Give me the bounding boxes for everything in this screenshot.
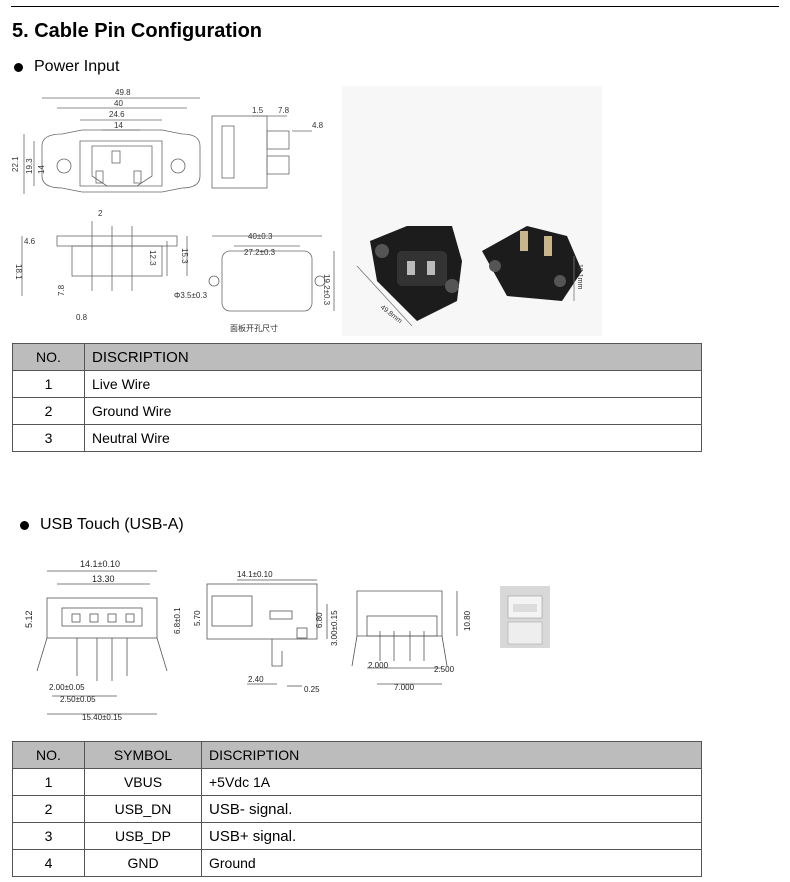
svg-text:4.6: 4.6 [24, 237, 36, 246]
svg-text:2.40: 2.40 [248, 675, 264, 684]
svg-text:1.5: 1.5 [252, 106, 264, 115]
svg-text:2: 2 [98, 209, 103, 218]
svg-text:2.000: 2.000 [368, 661, 389, 670]
svg-text:15.40±0.15: 15.40±0.15 [82, 713, 123, 722]
usb-photo [500, 586, 550, 648]
svg-text:0.8: 0.8 [76, 313, 88, 322]
svg-text:3.00±0.15: 3.00±0.15 [330, 610, 339, 646]
svg-text:24.6: 24.6 [109, 110, 125, 119]
svg-text:2.50±0.05: 2.50±0.05 [60, 695, 96, 704]
svg-text:5.12: 5.12 [24, 610, 34, 628]
usb-heading: USB Touch (USB-A) [20, 516, 184, 534]
svg-text:2.00±0.05: 2.00±0.05 [49, 683, 85, 692]
svg-text:40±0.3: 40±0.3 [248, 232, 273, 241]
svg-text:6.8±0.1: 6.8±0.1 [173, 607, 182, 634]
inlet-front-view [23, 97, 201, 194]
svg-text:13.30: 13.30 [92, 574, 115, 584]
svg-text:2.500: 2.500 [434, 665, 455, 674]
svg-text:40: 40 [114, 99, 123, 108]
usb-front-view [36, 570, 168, 715]
svg-text:19.3: 19.3 [25, 158, 34, 174]
svg-text:27.2±0.3: 27.2±0.3 [244, 248, 276, 257]
svg-text:0.25: 0.25 [304, 685, 320, 694]
inlet-section-view [21, 221, 188, 296]
usb-side-view [206, 579, 328, 687]
power-input-label: Power Input [34, 58, 120, 75]
inlet-side-view [211, 115, 312, 189]
svg-text:49.8: 49.8 [115, 88, 131, 97]
usb-pin-view [351, 590, 458, 685]
power-input-heading: Power Input [14, 58, 119, 76]
svg-text:15.3: 15.3 [180, 248, 189, 264]
bullet-icon [14, 62, 23, 72]
svg-text:Φ3.5±0.3: Φ3.5±0.3 [174, 291, 208, 300]
section-title: 5. Cable Pin Configuration [12, 20, 263, 42]
svg-text:4.8: 4.8 [312, 121, 324, 130]
panel-cutout-view [208, 235, 335, 312]
bullet-icon [20, 520, 29, 530]
usb-label: USB Touch (USB-A) [40, 516, 184, 533]
svg-text:6.80: 6.80 [315, 612, 324, 628]
inlet-photo: 49.8mm 18.1mm [342, 86, 602, 336]
svg-text:12.3: 12.3 [148, 250, 157, 266]
table-header-row: NO. DISCRIPTION [12, 343, 702, 371]
power-inlet-drawing: 49.8 40 24.6 14 22.1 19.3 14 1.5 7.8 4.8… [12, 86, 602, 336]
svg-text:14.1±0.10: 14.1±0.10 [80, 559, 120, 569]
svg-text:14.1±0.10: 14.1±0.10 [237, 570, 273, 579]
svg-text:7.000: 7.000 [394, 683, 415, 692]
table-header-row: NO. SYMBOL DISCRIPTION [12, 741, 702, 769]
svg-text:18.1: 18.1 [14, 264, 23, 280]
svg-text:7.8: 7.8 [278, 106, 290, 115]
svg-text:19.2±0.3: 19.2±0.3 [322, 274, 331, 306]
svg-text:5.70: 5.70 [193, 610, 202, 626]
svg-text:14: 14 [37, 165, 46, 174]
svg-text:7.8: 7.8 [57, 284, 66, 296]
svg-text:面板开孔尺寸: 面板开孔尺寸 [230, 323, 278, 333]
svg-text:14: 14 [114, 121, 123, 130]
svg-text:22.1: 22.1 [12, 156, 20, 172]
svg-text:18.1mm: 18.1mm [576, 264, 583, 289]
usb-connector-drawing: 14.1±0.10 13.30 5.12 2.00±0.05 2.50±0.05… [24, 559, 550, 722]
svg-text:10.80: 10.80 [463, 610, 472, 631]
top-rule [11, 6, 779, 7]
